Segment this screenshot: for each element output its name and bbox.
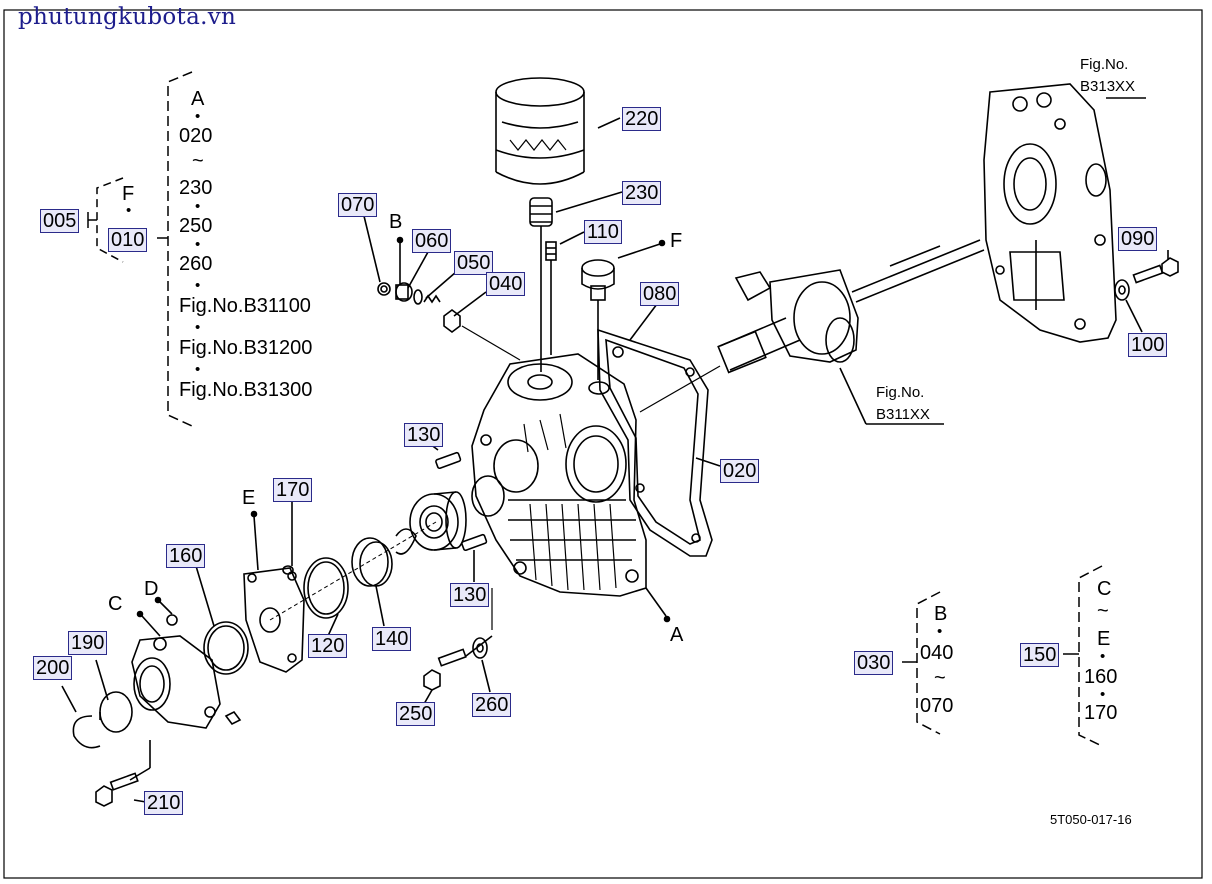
letter-f: F — [670, 230, 683, 252]
fig-ref-b313-label: Fig.No. — [1080, 56, 1129, 73]
callout-040[interactable]: 040 — [486, 272, 526, 296]
callout-110[interactable]: 110 — [584, 220, 622, 244]
end-housing-drawing — [131, 596, 242, 729]
group-030-tilde: ~ — [934, 667, 946, 689]
group-150-dot-2: • — [1100, 686, 1106, 703]
page-border — [3, 9, 1203, 879]
callout-130-upper[interactable]: 130 — [404, 423, 444, 447]
nipple-230-drawing — [529, 191, 623, 372]
callout-060[interactable]: 060 — [412, 229, 452, 253]
group-150-e: E — [1097, 628, 1111, 650]
callout-190[interactable]: 190 — [68, 631, 108, 655]
bearing-drawing — [395, 491, 467, 555]
group-150-dot-1: • — [1100, 648, 1106, 665]
group-a-fig1: Fig.No.B31100 — [179, 295, 311, 317]
callout-230[interactable]: 230 — [622, 181, 662, 205]
callout-005[interactable]: 005 — [40, 209, 80, 233]
group-f-dot: • — [126, 202, 132, 219]
letter-a: A — [670, 624, 684, 646]
group-a-dot-2: • — [195, 198, 201, 215]
site-watermark: phutungkubota.vn — [18, 4, 237, 30]
bracket-group-150 — [1063, 565, 1103, 747]
washer-260-drawing — [472, 637, 491, 693]
group-a-260: 260 — [179, 253, 213, 275]
gasket-drawing — [597, 299, 721, 557]
bracket-group-030 — [902, 591, 941, 735]
callout-140[interactable]: 140 — [372, 627, 412, 651]
cover-e-drawing — [243, 500, 437, 673]
relief-valve-parts-drawing — [363, 215, 521, 361]
callout-020[interactable]: 020 — [720, 459, 760, 483]
callout-220[interactable]: 220 — [622, 107, 662, 131]
fig-ref-b311-label: Fig.No. — [876, 384, 925, 401]
group-a-dot-6: • — [195, 361, 201, 378]
callout-100[interactable]: 100 — [1128, 333, 1168, 357]
callout-150[interactable]: 150 — [1020, 643, 1060, 667]
group-a-dot-3: • — [195, 236, 201, 253]
group-030-b: B — [934, 603, 948, 625]
fig-ref-b313[interactable]: B313XX — [1080, 78, 1136, 95]
group-a-dot-1: • — [195, 108, 201, 125]
shaft-assembly-drawing — [639, 239, 985, 425]
callout-120[interactable]: 120 — [308, 634, 348, 658]
group-030-040: 040 — [920, 642, 954, 664]
letter-c: C — [108, 593, 123, 615]
pump-housing-drawing — [983, 83, 1146, 343]
group-a-250: 250 — [179, 215, 213, 237]
circlip-200-drawing — [61, 685, 101, 749]
group-a-230: 230 — [179, 177, 213, 199]
oil-seal-140-drawing — [351, 537, 393, 627]
oil-filter-drawing — [495, 77, 621, 185]
callout-250[interactable]: 250 — [396, 702, 436, 726]
cap-190-drawing — [95, 659, 133, 733]
callout-080[interactable]: 080 — [640, 282, 680, 306]
group-150-170: 170 — [1084, 702, 1118, 724]
group-030-070: 070 — [920, 695, 954, 717]
main-housing-drawing — [471, 353, 671, 630]
callout-160[interactable]: 160 — [166, 544, 206, 568]
letter-e: E — [242, 487, 256, 509]
drawing-code: 5T050-017-16 — [1050, 812, 1132, 827]
letter-d: D — [144, 578, 159, 600]
o-ring-120-drawing — [303, 557, 349, 637]
callout-010[interactable]: 010 — [108, 228, 148, 252]
callout-090[interactable]: 090 — [1118, 227, 1158, 251]
bracket-group-a — [87, 71, 193, 427]
group-a-fig3: Fig.No.B31300 — [179, 379, 313, 401]
callout-030[interactable]: 030 — [854, 651, 894, 675]
group-030-dot-1: • — [937, 623, 943, 640]
group-150-tilde: ~ — [1097, 600, 1109, 622]
group-a-tilde: ~ — [192, 150, 204, 172]
callout-050[interactable]: 050 — [454, 251, 494, 275]
bolt-250-drawing — [423, 635, 493, 705]
group-150-c: C — [1097, 578, 1112, 600]
plug-110-drawing — [545, 231, 585, 355]
callout-170[interactable]: 170 — [273, 478, 313, 502]
callout-210[interactable]: 210 — [144, 791, 184, 815]
group-150-160: 160 — [1084, 666, 1118, 688]
callout-130-lower[interactable]: 130 — [450, 583, 490, 607]
bolt-210-drawing — [95, 740, 151, 807]
callout-260[interactable]: 260 — [472, 693, 512, 717]
callout-200[interactable]: 200 — [33, 656, 73, 680]
bolt-090-drawing — [1132, 250, 1179, 284]
o-ring-160-drawing — [195, 565, 249, 675]
letter-b: B — [389, 211, 403, 233]
fig-ref-b311[interactable]: B311XX — [876, 406, 930, 423]
group-a-letter: A — [191, 88, 205, 110]
group-f-letter: F — [122, 183, 135, 205]
group-a-020: 020 — [179, 125, 213, 147]
group-a-dot-5: • — [195, 319, 201, 336]
group-a-dot-4: • — [195, 277, 201, 294]
callout-070[interactable]: 070 — [338, 193, 378, 217]
washer-100-drawing — [1114, 279, 1143, 333]
group-a-fig2: Fig.No.B31200 — [179, 337, 313, 359]
